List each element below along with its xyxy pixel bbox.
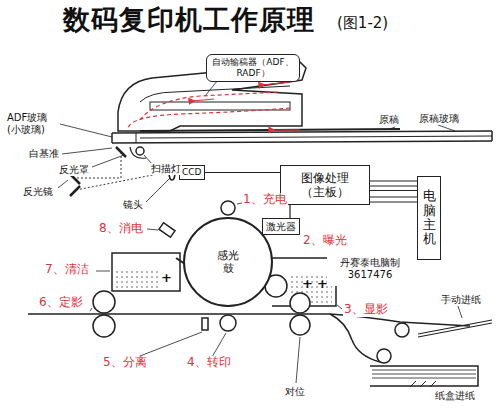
- part-label: 对位: [284, 386, 306, 398]
- illustration-path: [410, 381, 436, 387]
- illustration-line: [90, 308, 92, 311]
- illustration-line: [438, 125, 455, 131]
- illustration-path: [130, 147, 146, 158]
- illustration-circle: [290, 315, 310, 335]
- illustration-line: [140, 136, 492, 138]
- ccd-box: CCD: [179, 165, 205, 180]
- illustration-g: [128, 82, 300, 130]
- part-label: ADF玻璃 (小玻璃): [6, 112, 60, 135]
- illustration-line: [205, 80, 218, 96]
- illustration-path: [418, 320, 492, 337]
- part-label: 原稿: [378, 114, 400, 126]
- illustration-line: [370, 197, 417, 198]
- illustration-path: [370, 366, 478, 386]
- illustration-path: [140, 92, 280, 120]
- callout-number: 7、清洁: [44, 263, 90, 277]
- illustration-rect: [202, 318, 208, 330]
- charge-sign: +: [301, 277, 314, 292]
- node-text: 感光 鼓: [216, 249, 240, 275]
- illustration-g: [28, 62, 492, 387]
- part-label: 扫描灯: [150, 163, 182, 175]
- illustration-path: [140, 86, 290, 102]
- illustration-line: [370, 181, 417, 182]
- part-label: 白基准: [28, 148, 60, 160]
- process-box: 图像处理 （主板）: [280, 165, 370, 205]
- illustration-line: [111, 133, 113, 143]
- illustration-circle: [377, 349, 391, 363]
- photo-drum: 感光 鼓: [183, 217, 273, 307]
- callout-number: 8、消电: [98, 222, 144, 236]
- illustration-line: [60, 124, 112, 137]
- connector-line: [289, 205, 290, 218]
- illustration-rect: [114, 270, 160, 289]
- illustration-line: [140, 332, 202, 356]
- part-label: 纸盒进纸: [434, 390, 476, 402]
- part-label: 手动进纸: [440, 294, 482, 306]
- laser-box: 激光器: [262, 218, 300, 235]
- illustration-line: [458, 306, 462, 318]
- illustration-circle: [93, 315, 115, 337]
- callout-number: 4、转印: [186, 356, 232, 370]
- illustration-line: [272, 129, 300, 130]
- illustration-line: [390, 127, 395, 129]
- illustration-line: [192, 99, 214, 101]
- charge-sign: +: [316, 277, 329, 292]
- illustration-line: [370, 202, 417, 203]
- watermark-box: 丹赛泰电脑制 3617476: [327, 252, 413, 286]
- part-label: 镜头: [122, 199, 144, 211]
- node-text: 电脑主机: [423, 189, 436, 246]
- part-label: 原稿玻璃: [418, 113, 460, 125]
- illustration-line: [146, 178, 170, 202]
- callout-number: 3、显影: [343, 303, 389, 317]
- diagram-title: 数码复印机工作原理: [62, 4, 316, 35]
- illustration-line: [212, 333, 226, 357]
- illustration-line: [58, 180, 68, 188]
- illustration-path: [330, 314, 380, 362]
- figure-number: (图1-2): [336, 15, 389, 32]
- node-text: CCD: [182, 167, 202, 178]
- illustration-circle: [290, 293, 310, 313]
- callout-number: 6、定影: [38, 296, 84, 310]
- illustration-line: [92, 155, 124, 167]
- illustration-line: [70, 186, 80, 196]
- illustration-line: [136, 133, 137, 143]
- illustration-line: [96, 271, 110, 272]
- connector-line: [370, 190, 417, 191]
- host-box: 电脑主机: [417, 176, 441, 260]
- part-label: 反光罩: [58, 164, 90, 176]
- illustration-rect: [159, 223, 175, 238]
- illustration-path: [372, 370, 476, 378]
- illustration-line: [112, 141, 492, 143]
- node-text: 激光器: [266, 221, 296, 233]
- callout-box: 自动输稿器（ADF、 RADF）: [206, 54, 300, 82]
- illustration-line: [370, 186, 417, 187]
- callout-number: 1、充电: [242, 193, 288, 207]
- connector-line: [205, 172, 281, 173]
- node-text: 自动输稿器（ADF、 RADF）: [210, 57, 296, 79]
- node-text: 图像处理 （主板）: [290, 171, 360, 200]
- illustration-circle: [93, 291, 115, 313]
- illustration-circle: [221, 201, 235, 215]
- illustration-line: [491, 131, 493, 141]
- illustration-line: [262, 82, 290, 85]
- illustration-line: [147, 229, 158, 230]
- illustration-path: [128, 108, 290, 128]
- part-label: 反光镜: [22, 186, 54, 198]
- charge-sign: +: [160, 271, 173, 286]
- illustration-circle: [395, 323, 409, 337]
- callout-number: 2、曝光: [302, 234, 348, 248]
- illustration-line: [70, 174, 80, 184]
- illustration-circle: [136, 147, 144, 155]
- illustration-rect: [150, 102, 290, 110]
- illustration-line: [296, 337, 300, 383]
- callout-number: 5、分离: [102, 356, 148, 370]
- illustration-line: [337, 305, 342, 309]
- illustration-circle: [220, 315, 236, 331]
- illustration-line: [140, 129, 400, 131]
- illustration-line: [62, 148, 112, 154]
- node-text: 丹赛泰电脑制 3617476: [331, 257, 409, 281]
- illustration-line: [28, 313, 330, 315]
- illustration-rect: [112, 253, 180, 291]
